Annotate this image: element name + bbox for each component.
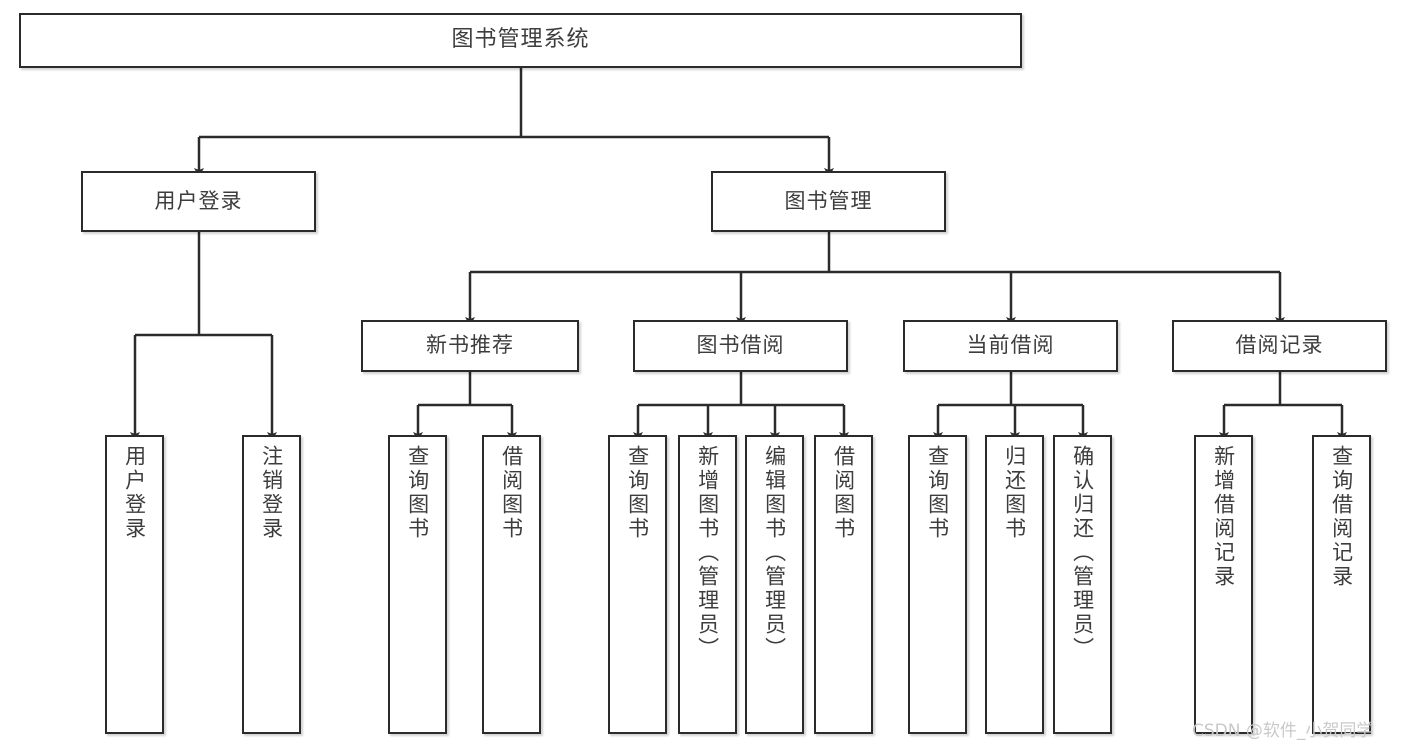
csdn-watermark: CSDN @软件_小贺同学 (1192, 721, 1374, 741)
node-l2-borrow[interactable]: 图书借阅 (633, 320, 848, 372)
node-label-l2-newbook: 新书推荐 (426, 333, 514, 358)
node-label-leaf-new-query: 查询图书 (405, 445, 430, 541)
node-leaf-user-logout[interactable]: 注销登录 (242, 435, 301, 734)
node-label-leaf-current-query: 查询图书 (925, 445, 950, 541)
node-leaf-record-add[interactable]: 新增借阅记录 (1194, 435, 1253, 734)
node-label-root: 图书管理系统 (451, 27, 590, 53)
node-leaf-current-confirm[interactable]: 确认归还（管理员） (1053, 435, 1112, 734)
node-l1-book[interactable]: 图书管理 (711, 171, 946, 232)
node-label-l1-user: 用户登录 (154, 188, 243, 213)
node-label-leaf-borrow-query: 查询图书 (625, 445, 650, 541)
node-label-leaf-record-query: 查询借阅记录 (1329, 445, 1354, 589)
node-leaf-borrow-query[interactable]: 查询图书 (608, 435, 667, 734)
node-label-l2-current: 当前借阅 (966, 333, 1055, 358)
node-leaf-new-query[interactable]: 查询图书 (388, 435, 447, 734)
node-label-leaf-user-logout: 注销登录 (259, 445, 284, 541)
node-label-leaf-new-borrow: 借阅图书 (499, 445, 524, 541)
node-label-leaf-current-return: 归还图书 (1002, 445, 1027, 541)
node-leaf-borrow-edit[interactable]: 编辑图书（管理员） (745, 435, 804, 734)
node-l2-newbook[interactable]: 新书推荐 (361, 320, 579, 372)
node-leaf-borrow-do[interactable]: 借阅图书 (814, 435, 873, 734)
node-l2-record[interactable]: 借阅记录 (1172, 320, 1387, 372)
node-label-leaf-borrow-do: 借阅图书 (831, 445, 856, 541)
node-leaf-borrow-add[interactable]: 新增图书（管理员） (678, 435, 737, 734)
node-leaf-current-query[interactable]: 查询图书 (908, 435, 967, 734)
node-label-leaf-user-login: 用户登录 (122, 445, 147, 541)
node-label-leaf-borrow-add: 新增图书（管理员） (695, 445, 720, 661)
node-leaf-new-borrow[interactable]: 借阅图书 (482, 435, 541, 734)
node-leaf-user-login[interactable]: 用户登录 (105, 435, 164, 734)
node-root[interactable]: 图书管理系统 (19, 13, 1022, 68)
node-leaf-current-return[interactable]: 归还图书 (985, 435, 1044, 734)
node-l1-user[interactable]: 用户登录 (81, 171, 316, 232)
node-label-l2-borrow: 图书借阅 (696, 333, 785, 358)
node-leaf-record-query[interactable]: 查询借阅记录 (1312, 435, 1371, 734)
node-label-leaf-current-confirm: 确认归还（管理员） (1070, 445, 1095, 661)
node-l2-current[interactable]: 当前借阅 (903, 320, 1118, 372)
node-label-l1-book: 图书管理 (784, 188, 873, 213)
node-label-l2-record: 借阅记录 (1235, 333, 1324, 358)
node-label-leaf-borrow-edit: 编辑图书（管理员） (762, 445, 787, 661)
node-label-leaf-record-add: 新增借阅记录 (1211, 445, 1236, 589)
